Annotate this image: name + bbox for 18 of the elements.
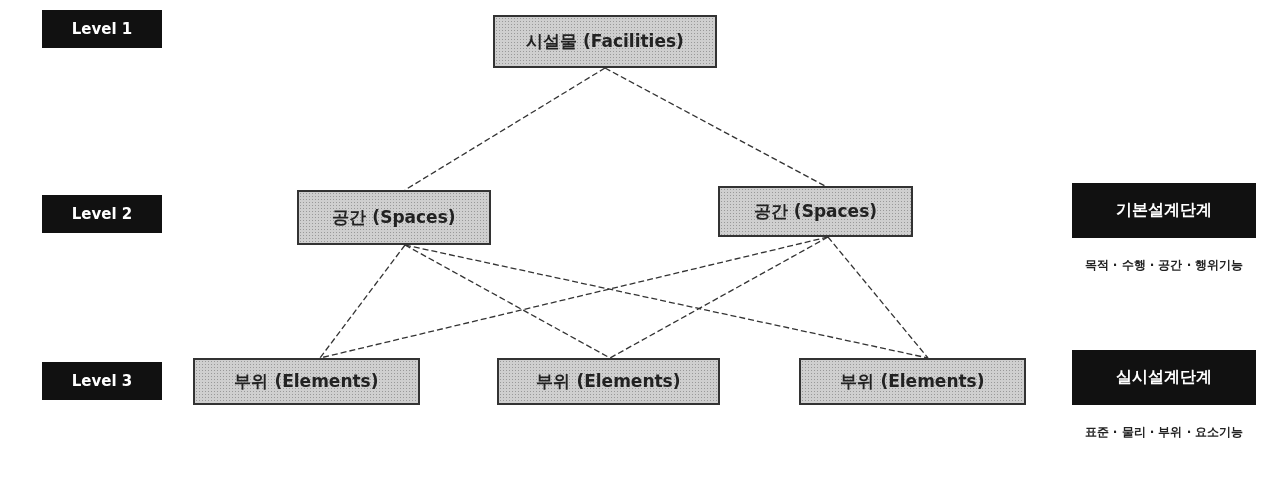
hierarchy-box: 공간 (Spaces) xyxy=(297,190,491,245)
hierarchy-box: 시설물 (Facilities) xyxy=(493,15,717,68)
dashed-connector xyxy=(404,244,929,359)
hierarchy-box: 부위 (Elements) xyxy=(799,358,1026,405)
hierarchy-box: 부위 (Elements) xyxy=(193,358,420,405)
dashed-connector xyxy=(609,236,829,359)
stage-label: 기본설계단계 xyxy=(1072,183,1256,238)
stage-note: 표준 · 물리 · 부위 · 요소기능 xyxy=(1083,424,1245,441)
hierarchy-box: 공간 (Spaces) xyxy=(718,186,913,237)
dashed-connector xyxy=(827,236,929,359)
level-label: Level 2 xyxy=(42,195,162,233)
hierarchy-box: 부위 (Elements) xyxy=(497,358,720,405)
level-label: Level 3 xyxy=(42,362,162,400)
stage-label: 실시설계단계 xyxy=(1072,350,1256,405)
level-label: Level 1 xyxy=(42,10,162,48)
dashed-connector xyxy=(604,67,826,187)
dashed-connector xyxy=(319,244,406,359)
stage-note: 목적 · 수행 · 공간 · 행위기능 xyxy=(1083,257,1245,274)
